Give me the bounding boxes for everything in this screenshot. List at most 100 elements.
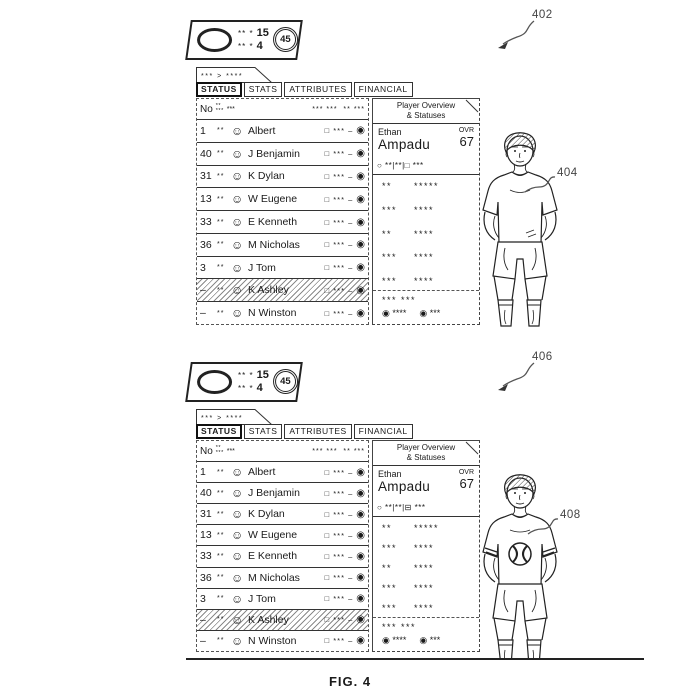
- player-avatar-icon: ☺: [231, 215, 244, 230]
- stat-label: ***: [382, 276, 398, 286]
- player-row[interactable]: – ** ☺ N Winston □ *** – ◉: [197, 630, 368, 651]
- stat-row: ** *****: [382, 523, 470, 533]
- visibility-eye-icon[interactable]: ◉: [356, 125, 365, 137]
- player-row[interactable]: 3 ** ☺ J Tom □ *** – ◉: [197, 256, 368, 280]
- roster-body: 1 ** ☺ Albert □ *** – ◉ 40 ** ☺ J Benjam…: [197, 120, 368, 325]
- player-row[interactable]: 31 ** ☺ K Dylan □ *** – ◉: [197, 504, 368, 526]
- eye-stat-2[interactable]: ◉ ***: [419, 635, 441, 645]
- visibility-eye-icon[interactable]: ◉: [356, 508, 365, 520]
- stat-row: *** ****: [382, 252, 470, 262]
- visibility-eye-icon[interactable]: ◉: [356, 466, 365, 478]
- breadcrumb-tab[interactable]: *** > ****: [196, 67, 272, 83]
- eye-stat-1[interactable]: ◉ ****: [382, 308, 407, 318]
- row-stars: **: [217, 468, 225, 476]
- player-avatar-icon: ☺: [231, 146, 244, 161]
- hair: [504, 132, 536, 154]
- visibility-eye-icon[interactable]: ◉: [356, 284, 365, 296]
- player-name: K Ashley: [248, 284, 289, 297]
- team-badge: ** *15 ** *4 45: [185, 362, 303, 402]
- player-row[interactable]: 3 ** ☺ J Tom □ *** – ◉: [197, 588, 368, 610]
- eye-stat-1[interactable]: ◉ ****: [382, 635, 407, 645]
- row-stars: **: [217, 241, 225, 249]
- callout-arrow-402: [498, 20, 535, 49]
- leg: [493, 275, 547, 301]
- stat-value: *****: [414, 523, 440, 533]
- player-last-name: Ampadu: [378, 137, 431, 152]
- visibility-eye-icon[interactable]: ◉: [356, 572, 365, 584]
- fold-corner-icon: [465, 99, 479, 113]
- col-header-mid: ***: [226, 447, 235, 455]
- visibility-eye-icon[interactable]: ◉: [356, 193, 365, 205]
- team-logo-oval-icon: [197, 370, 232, 394]
- stat-row: ** ****: [382, 563, 470, 573]
- player-name: N Winston: [248, 634, 297, 647]
- visibility-eye-icon[interactable]: ◉: [356, 614, 365, 626]
- badge-number-top: 15: [256, 369, 269, 382]
- col-header-stars-stack: ** ***: [216, 103, 224, 115]
- player-row[interactable]: 31 ** ☺ K Dylan □ *** – ◉: [197, 165, 368, 189]
- row-stars: **: [217, 595, 225, 603]
- leg: [493, 617, 547, 641]
- visibility-eye-icon[interactable]: ◉: [356, 307, 365, 319]
- player-row[interactable]: 13 ** ☺ W Eugene □ *** – ◉: [197, 525, 368, 547]
- player-row[interactable]: – ** ☺ N Winston □ *** – ◉: [197, 302, 368, 325]
- player-row[interactable]: 33 ** ☺ E Kenneth □ *** – ◉: [197, 546, 368, 568]
- footer-stars: *** ***: [382, 622, 417, 632]
- visibility-eye-icon[interactable]: ◉: [356, 148, 365, 160]
- stat-value: ****: [414, 543, 435, 553]
- player-row[interactable]: 1 ** ☺ Albert □ *** – ◉: [197, 120, 368, 143]
- name-column: Ethan Ampadu: [378, 469, 430, 494]
- player-row[interactable]: 1 ** ☺ Albert □ *** – ◉: [197, 462, 368, 484]
- breadcrumb-tab[interactable]: *** > ****: [196, 409, 272, 425]
- tab[interactable]: STATS: [243, 424, 283, 439]
- visibility-eye-icon[interactable]: ◉: [356, 529, 365, 541]
- visibility-eye-icon[interactable]: ◉: [356, 593, 365, 605]
- breadcrumb-text: *** > ****: [201, 415, 243, 422]
- player-row[interactable]: 40 ** ☺ J Benjamin □ *** – ◉: [197, 142, 368, 166]
- player-row[interactable]: – ** ☺ K Ashley □ *** – ◉: [197, 279, 368, 303]
- player-row[interactable]: 33 ** ☺ E Kenneth □ *** – ◉: [197, 211, 368, 234]
- player-name: K Ashley: [248, 613, 289, 626]
- ref-label-402: 402: [532, 9, 553, 21]
- tab[interactable]: STATUS: [196, 82, 242, 97]
- tab[interactable]: ATTRIBUTES: [284, 82, 352, 97]
- tab[interactable]: STATS: [243, 82, 283, 97]
- tab[interactable]: ATTRIBUTES: [284, 424, 352, 439]
- tab[interactable]: FINANCIAL: [353, 424, 413, 439]
- footer-stars: *** ***: [382, 295, 417, 305]
- player-row[interactable]: 40 ** ☺ J Benjamin □ *** – ◉: [197, 483, 368, 505]
- tab[interactable]: FINANCIAL: [353, 82, 413, 97]
- row-flag-icons: □ *** –: [324, 636, 354, 646]
- visibility-eye-icon[interactable]: ◉: [356, 262, 365, 274]
- row-stars: **: [217, 172, 225, 180]
- row-flag-icons: □ *** –: [324, 509, 354, 519]
- col-header-right: *** *** ** ***: [312, 105, 365, 113]
- player-row[interactable]: 36 ** ☺ M Nicholas □ *** – ◉: [197, 567, 368, 589]
- visibility-eye-icon[interactable]: ◉: [356, 635, 365, 647]
- player-row[interactable]: – ** ☺ K Ashley □ *** – ◉: [197, 609, 368, 631]
- eye-stat-2[interactable]: ◉ ***: [419, 308, 441, 318]
- stat-label: ***: [382, 543, 398, 553]
- stat-row: *** ****: [382, 543, 470, 553]
- jersey-number: –: [200, 613, 206, 626]
- player-overview-panel: Player Overview & Statuses Ethan Ampadu …: [372, 440, 480, 652]
- tab[interactable]: STATUS: [196, 424, 242, 439]
- roster-body: 1 ** ☺ Albert □ *** – ◉ 40 ** ☺ J Benjam…: [197, 462, 368, 651]
- visibility-eye-icon[interactable]: ◉: [356, 550, 365, 562]
- visibility-eye-icon[interactable]: ◉: [356, 487, 365, 499]
- row-flag-icons: □ *** –: [324, 240, 354, 250]
- row-flag-icons: □ *** –: [324, 467, 354, 477]
- stat-value: ****: [414, 603, 435, 613]
- ovr-value: 67: [459, 476, 474, 491]
- roster-header-row: No ** *** *** *** *** ** ***: [197, 99, 368, 120]
- visibility-eye-icon[interactable]: ◉: [356, 239, 365, 251]
- player-row[interactable]: 36 ** ☺ M Nicholas □ *** – ◉: [197, 233, 368, 257]
- player-row[interactable]: 13 ** ☺ W Eugene □ *** – ◉: [197, 188, 368, 212]
- visibility-eye-icon[interactable]: ◉: [356, 216, 365, 228]
- jersey-number: 36: [200, 238, 212, 251]
- overview-title-line2: & Statuses: [406, 111, 446, 120]
- visibility-eye-icon[interactable]: ◉: [356, 170, 365, 182]
- player-name-block: Ethan Ampadu OVR 67: [373, 124, 479, 152]
- stats-list: ** ***** *** **** ** **** *** ****: [373, 175, 479, 290]
- player-avatar-icon: ☺: [231, 507, 244, 522]
